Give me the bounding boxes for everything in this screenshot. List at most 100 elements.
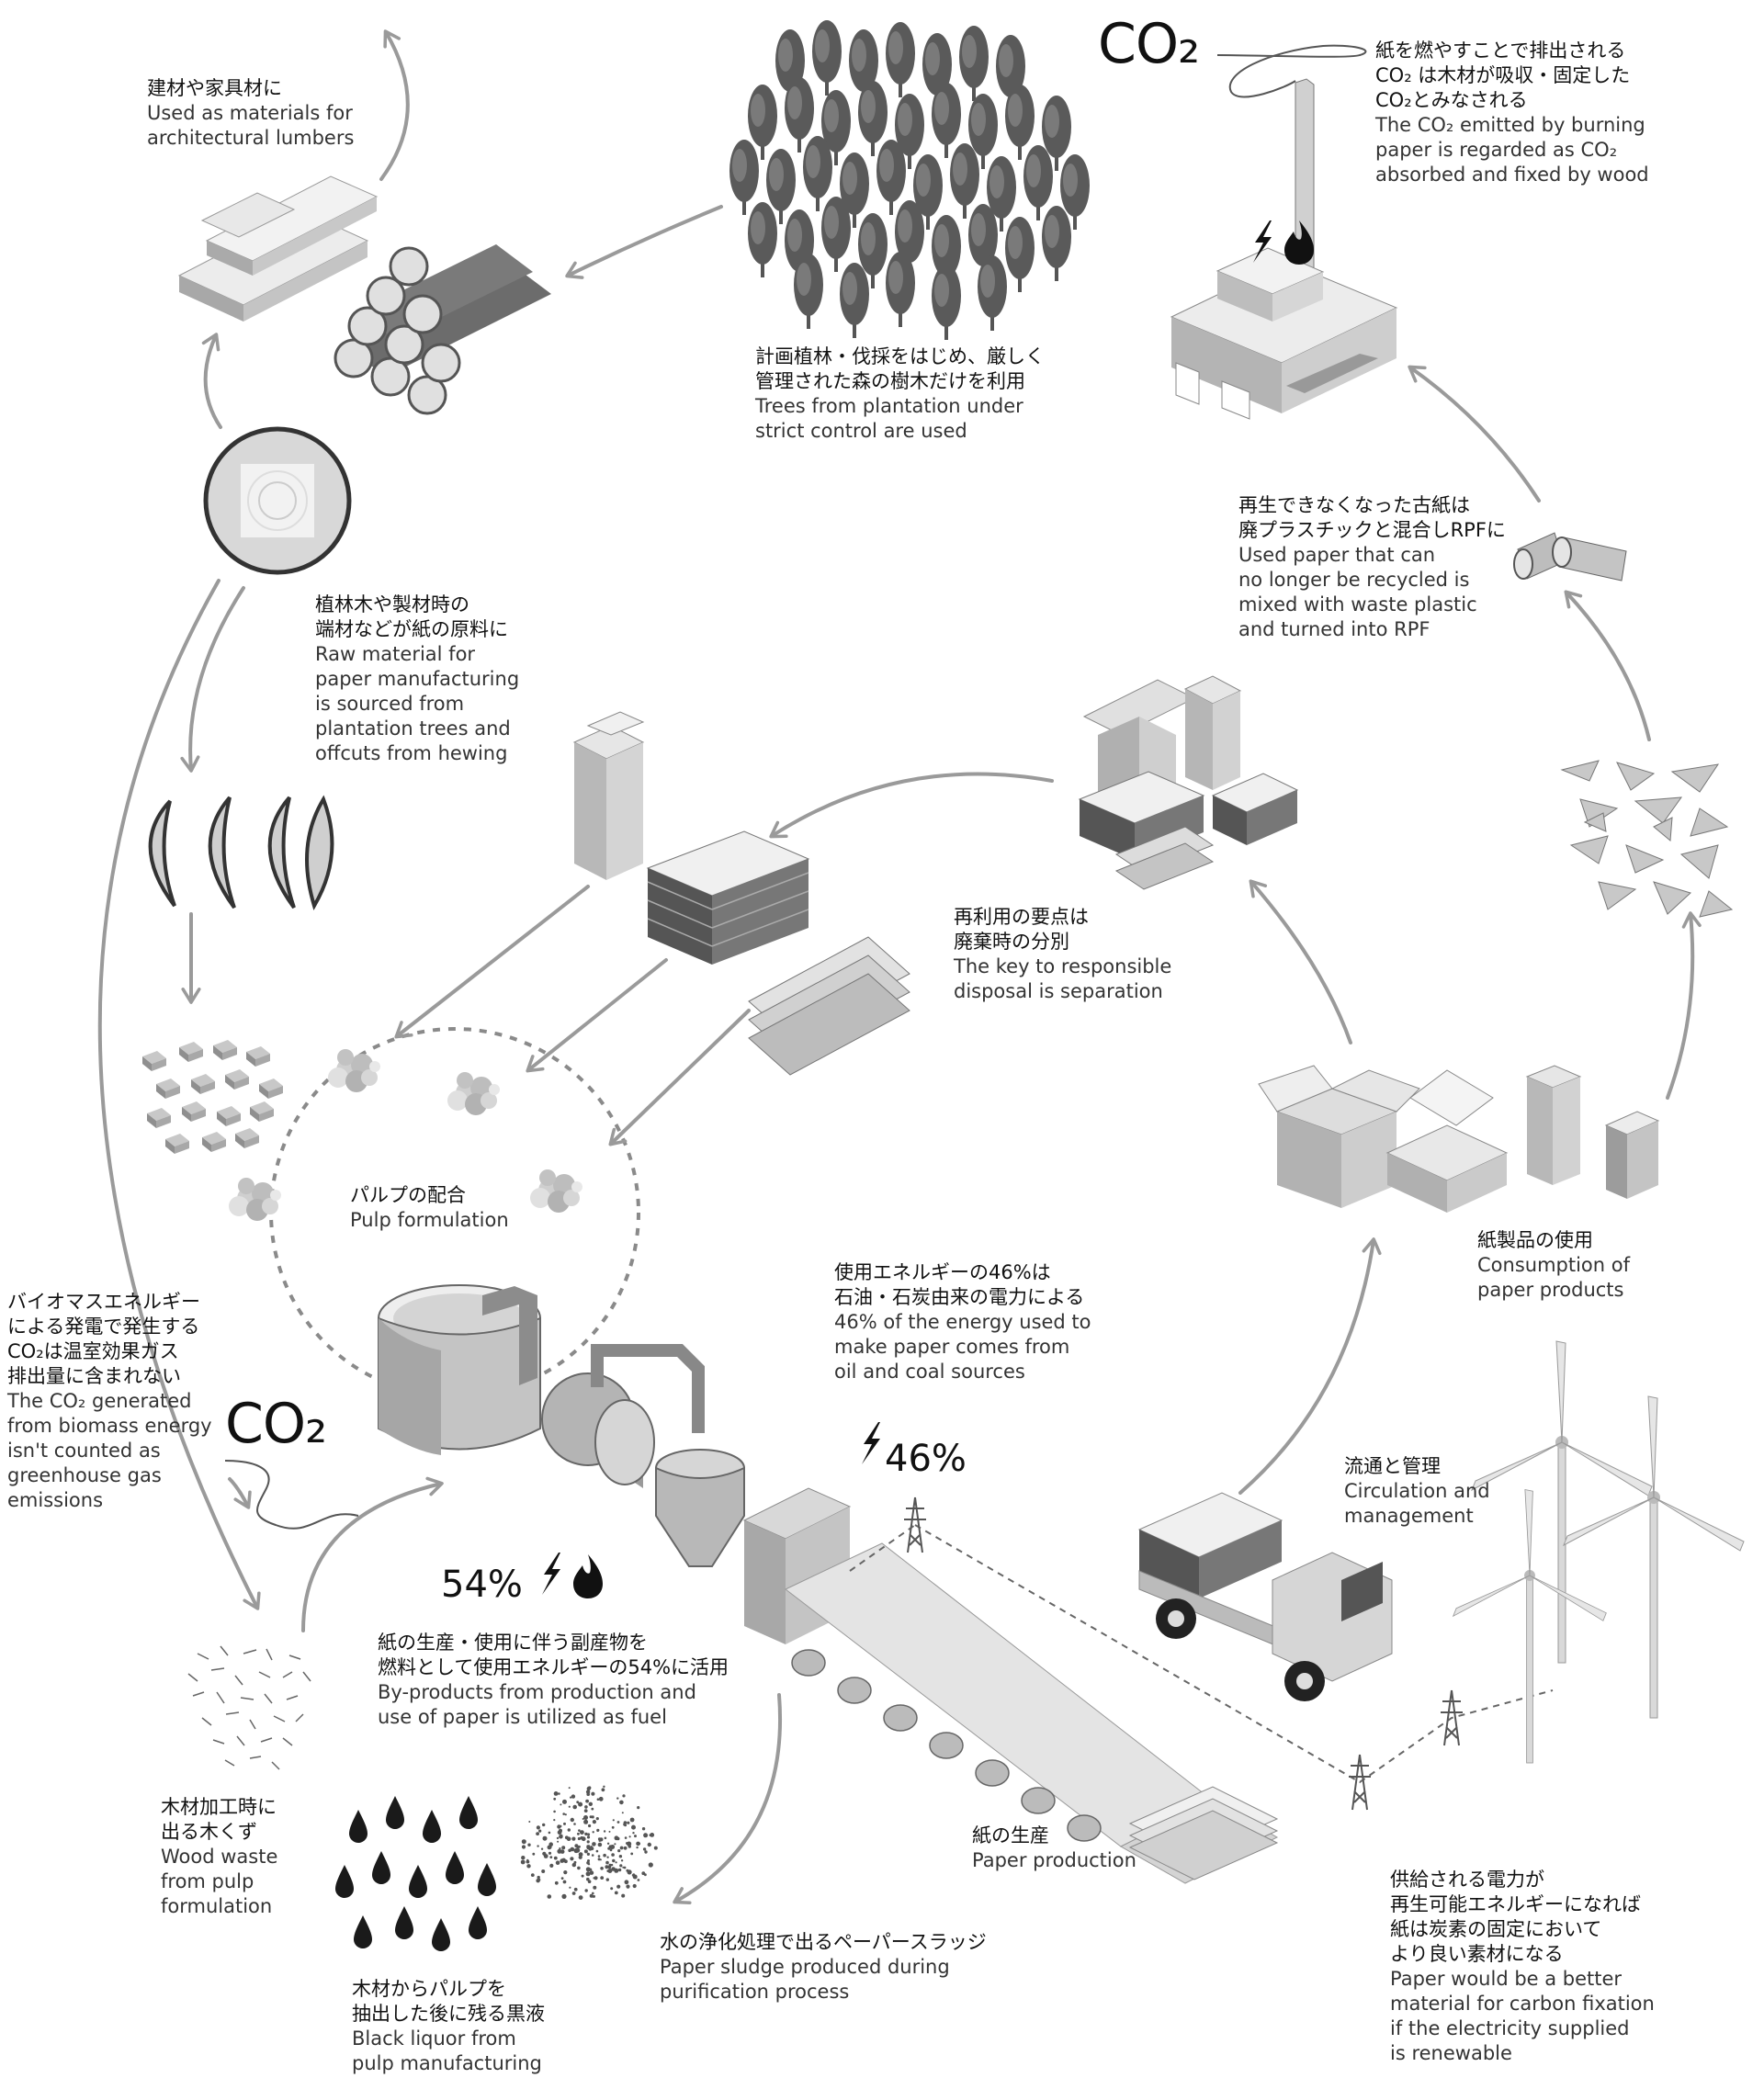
separation-en-line: disposal is separation [954,980,1163,1002]
biomass-en-line: The CO₂ generated [7,1390,192,1412]
chips-icon [142,1040,283,1154]
renewable-jp-line: 再生可能エネルギーになれば [1390,1893,1641,1915]
separation-en-line: The key to responsible [954,955,1172,977]
co2-top-mark: CO₂ [1098,12,1200,76]
sorted-paper-icon [1078,675,1299,890]
biomass-en-line: greenhouse gas [7,1464,162,1486]
rpf-jp-line: 廃プラスチックと混合しRPFに [1238,519,1506,541]
consumption-jp-line: 紙製品の使用 [1477,1229,1593,1251]
pulp-formulation-jp-line: パルプの配合 [350,1184,466,1206]
renewable-en-line: material for carbon fixation [1390,1993,1655,2015]
black-liquor-jp-line: 木材からパルプを [352,1978,506,2000]
separation-jp-line: 再利用の要点は [954,906,1089,928]
co2-paper-jp-line: 紙を燃やすことで排出される [1375,40,1626,62]
smoke-line [224,1460,359,1530]
wood-waste-en-line: Wood waste [161,1846,278,1868]
trees-en-line: Trees from plantation under [755,395,1023,417]
energy46-jp-line: 石油・石炭由来の電力による [834,1286,1085,1308]
wood-slabs-icon [148,795,334,910]
label-consumption: 紙製品の使用 Consumption of paper products [1477,1228,1630,1303]
wood-waste-icon [187,1645,311,1770]
black-liquor-en-line: pulp manufacturing [352,2052,542,2074]
tank-icon [378,1284,541,1455]
consumption-en-line: Consumption of [1477,1254,1631,1276]
truck-icon [1137,1492,1393,1701]
power-line [914,1524,1554,1784]
wood-waste-en-line: formulation [161,1895,273,1917]
black-liquor-jp-line: 抽出した後に残る黒液 [352,2003,545,2025]
shredded-paper-icon [1560,760,1734,918]
raw-material-jp-line: 端材などが紙の原料に [315,618,508,640]
energy-46-mark: 46% [885,1438,967,1480]
distribution-en-line: management [1344,1505,1474,1527]
rpf-jp-line: 再生できなくなった古紙は [1238,494,1470,516]
lumber-en-line: Used as materials for [147,102,353,124]
separation-jp-line: 廃棄時の分別 [954,931,1069,953]
distribution-jp-line: 流通と管理 [1344,1455,1441,1477]
pulp-formulation-en-line: Pulp formulation [350,1209,509,1231]
book-icon [1604,1111,1660,1199]
trees-jp-line: 計画植林・伐採をはじめ、厳しく [755,345,1045,367]
trees-en-line: strict control are used [755,420,967,442]
renewable-jp-line: 紙は炭素の固定において [1390,1918,1602,1940]
biomass-en-line: from biomass energy [7,1415,212,1437]
black-liquor-en-line: Black liquor from [352,2027,516,2050]
raw-material-en-line: paper manufacturing [315,668,520,690]
energy-54-mark: 54% [441,1564,523,1606]
lightning-icon [862,1422,880,1464]
book-box-icon [1385,1069,1509,1213]
co2-left-mark: CO₂ [225,1392,327,1456]
energy46-en-line: make paper comes from [834,1336,1070,1358]
paper-sheets-icon [1128,1786,1279,1880]
rpf-pellet-icon [1513,532,1627,582]
paper-production-jp-line: 紙の生産 [972,1824,1049,1846]
paper-stack-icon [646,830,810,965]
distribution-en-line: Circulation and [1344,1480,1490,1502]
wood-waste-jp-line: 木材加工時に [161,1796,277,1818]
wood-waste-jp-line: 出る木くず [161,1821,257,1843]
label-trees: 計画植林・伐採をはじめ、厳しく管理された森の樹木だけを利用 Trees from … [755,344,1045,444]
funnel-icon [655,1449,745,1567]
corrugated-sheets-icon [748,936,910,1076]
energy46-en-line: 46% of the energy used to [834,1311,1091,1333]
co2-paper-jp-line: CO₂ は木材が吸収・固定した [1375,64,1631,86]
sludge-icon [520,1785,658,1901]
rpf-en-line: Used paper that can [1238,544,1436,566]
label-renewable: 供給される電力が再生可能エネルギーになれば紙は炭素の固定においてより良い素材にな… [1390,1868,1655,2066]
raw-material-en-line: offcuts from hewing [315,742,508,764]
biomass-jp-line: バイオマスエネルギー [7,1291,200,1313]
rpf-en-line: and turned into RPF [1238,618,1430,640]
flow-arrows [97,29,1702,1904]
trees-jp-line: 管理された森の樹木だけを利用 [755,370,1025,392]
sludge-jp-line: 水の浄化処理で出るペーパースラッジ [660,1931,987,1953]
factory-icon [1170,78,1398,420]
byproducts-en-line: use of paper is utilized as fuel [378,1706,667,1728]
energy46-en-line: oil and coal sources [834,1361,1025,1383]
sludge-en-line: purification process [660,1981,850,2003]
label-pulp-formulation: パルプの配合 Pulp formulation [350,1183,509,1233]
wood-waste-en-line: from pulp [161,1870,254,1892]
drop-icon [335,1796,496,1951]
byproducts-jp-line: 燃料として使用エネルギーの54%に活用 [378,1656,729,1678]
co2-paper-en-line: The CO₂ emitted by burning [1375,114,1645,136]
biomass-jp-line: CO₂は温室効果ガス [7,1340,179,1362]
label-rpf: 再生できなくなった古紙は廃プラスチックと混合しRPFに Used paper th… [1238,493,1506,642]
renewable-jp-line: より良い素材になる [1390,1943,1564,1965]
raw-material-en-line: plantation trees and [315,717,511,740]
biomass-en-line: isn't counted as [7,1440,161,1462]
byproducts-en-line: By-products from production and [378,1681,696,1703]
lumber-en-line: architectural lumbers [147,127,355,149]
co2-paper-en-line: absorbed and fixed by wood [1375,164,1649,186]
biomass-en-line: emissions [7,1489,104,1511]
milk-carton-icon [1525,1065,1582,1185]
consumption-en-line: paper products [1477,1279,1624,1301]
renewable-jp-line: 供給される電力が [1390,1869,1544,1891]
renewable-en-line: is renewable [1390,2042,1512,2064]
